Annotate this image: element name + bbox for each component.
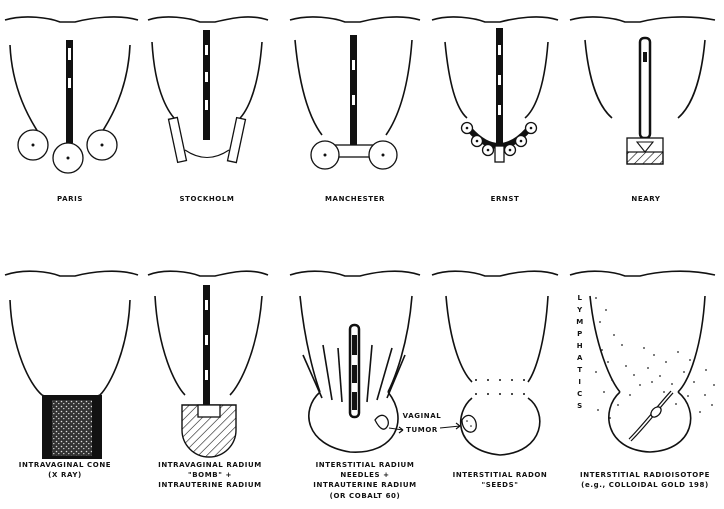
bomb-panel: INTRAVAGINAL RADIUM "BOMB" + INTRAUTERIN… [148, 271, 268, 489]
label-paris: PARIS [57, 195, 83, 203]
svg-text:I: I [578, 378, 581, 386]
tumor-label: TUMOR [406, 426, 438, 434]
vaginal-tumor-annotation: VAGINAL TUMOR [403, 412, 460, 434]
label-needles-line1: INTERSTITIAL RADIUM [316, 461, 415, 469]
lymphatics-label: L Y M P H A T I C S [576, 294, 584, 410]
label-seeds-line1: INTERSTITIAL RADON [453, 471, 548, 479]
svg-text:A: A [577, 354, 583, 362]
paris-panel: PARIS [5, 17, 138, 203]
label-cone-line1: INTRAVAGINAL CONE [19, 461, 111, 469]
label-needles-line4: (OR COBALT 60) [330, 492, 401, 500]
seeds-dots [475, 379, 525, 395]
vaginal-label: VAGINAL [403, 412, 442, 420]
neary-panel: NEARY [570, 17, 715, 203]
label-needles-line3: INTRAUTERINE RADIUM [313, 481, 416, 489]
label-manchester: MANCHESTER [325, 195, 385, 203]
label-seeds-line2: "SEEDS" [482, 481, 519, 489]
svg-text:H: H [577, 342, 583, 350]
label-isotope-line1: INTERSTITIAL RADIOISOTOPE [580, 471, 710, 479]
label-ernst: ERNST [491, 195, 520, 203]
seeds-panel: INTERSTITIAL RADON "SEEDS" [432, 271, 558, 489]
svg-text:T: T [577, 366, 582, 374]
svg-text:P: P [577, 330, 583, 338]
svg-text:M: M [576, 318, 584, 326]
label-stockholm: STOCKHOLM [180, 195, 235, 203]
label-bomb-line3: INTRAUTERINE RADIUM [158, 481, 261, 489]
stockholm-panel: STOCKHOLM [148, 17, 268, 203]
svg-text:Y: Y [576, 306, 583, 314]
label-isotope-line2: (e.g., COLLOIDAL GOLD 198) [581, 481, 709, 489]
label-cone-line2: (X RAY) [48, 471, 82, 479]
needles-panel: INTERSTITIAL RADIUM NEEDLES + INTRAUTERI… [290, 271, 420, 500]
svg-text:S: S [577, 402, 583, 410]
label-bomb-line2: "BOMB" + [188, 471, 232, 479]
label-neary: NEARY [631, 195, 660, 203]
label-bomb-line1: INTRAVAGINAL RADIUM [158, 461, 262, 469]
ernst-panel: ERNST [432, 17, 558, 203]
cone-panel: INTRAVAGINAL CONE (X RAY) [5, 271, 138, 479]
svg-text:C: C [577, 390, 583, 398]
label-needles-line2: NEEDLES + [340, 471, 389, 479]
svg-text:L: L [577, 294, 582, 302]
manchester-panel: MANCHESTER [290, 17, 420, 203]
isotope-panel: L Y M P H A T I C S INTERSTITIAL RADIOIS… [570, 271, 715, 489]
